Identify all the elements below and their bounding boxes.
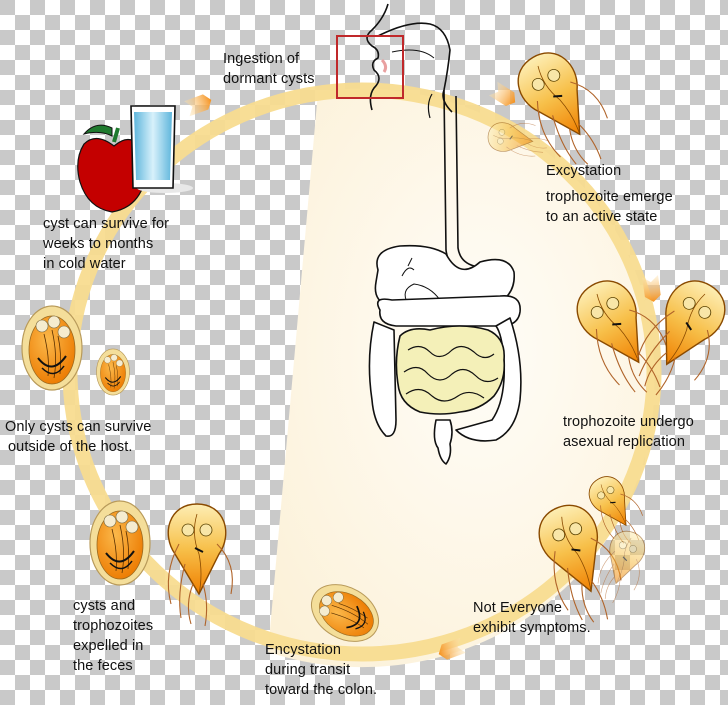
label-encystation: Encystation during transit toward the co… <box>265 640 377 700</box>
label-line: cyst can survive for <box>43 216 170 232</box>
cyst-icon <box>21 305 83 391</box>
cycle-arrow-icon <box>488 81 516 106</box>
label-line: Excystation <box>546 163 622 179</box>
label-line: Not Everyone <box>473 600 563 616</box>
apple-icon <box>77 124 147 213</box>
cycle-arrow-icon <box>642 275 661 302</box>
label-excystation-desc: trophozoite emerge to an active state <box>546 187 673 227</box>
cycle-arrow-icon <box>184 94 212 117</box>
label-line: asexual replication <box>563 434 685 450</box>
water-glass-icon <box>130 105 193 193</box>
mouth-highlight-box <box>336 35 404 99</box>
cyst-icon <box>95 348 131 396</box>
label-line: trophozoite emerge <box>546 189 673 205</box>
label-line: cysts and <box>73 598 136 614</box>
label-line: trophozoites <box>73 618 154 634</box>
label-line: exhibit symptoms. <box>473 620 591 636</box>
label-line: during transit <box>265 662 351 678</box>
label-ingestion: Ingestion of dormant cysts <box>223 49 315 89</box>
label-line: Encystation <box>265 642 342 658</box>
label-line: trophozoite undergo <box>563 414 694 430</box>
label-survive-outside: Only cysts can survive outside of the ho… <box>5 417 151 457</box>
cyst-icon <box>89 500 151 586</box>
label-line: Ingestion of <box>223 51 300 67</box>
label-water-survival: cyst can survive for weeks to months in … <box>43 214 169 274</box>
label-line: expelled in <box>73 638 144 654</box>
digestive-system-icon <box>366 3 522 465</box>
label-line: weeks to months <box>43 236 154 252</box>
label-line: outside of the host. <box>8 439 133 455</box>
label-expelled: cysts and trophozoites expelled in the f… <box>73 596 153 676</box>
label-line: Only cysts can survive <box>5 419 152 435</box>
label-symptoms: Not Everyone exhibit symptoms. <box>473 598 591 638</box>
label-replication: trophozoite undergo asexual replication <box>563 412 694 452</box>
label-excystation-title: Excystation <box>546 161 621 181</box>
label-line: dormant cysts <box>223 71 315 87</box>
label-line: the feces <box>73 658 133 674</box>
label-line: in cold water <box>43 256 126 272</box>
cycle-arrow-icon <box>438 637 466 660</box>
label-line: toward the colon. <box>265 682 378 698</box>
label-line: to an active state <box>546 209 658 225</box>
